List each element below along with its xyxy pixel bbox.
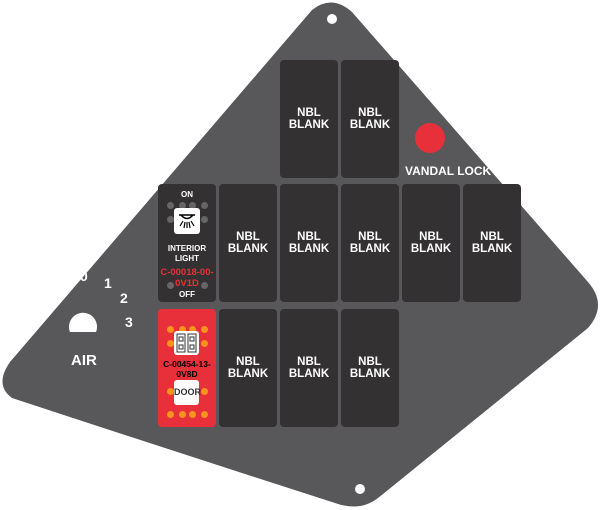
mounting-hole: [10, 329, 20, 339]
air-label: AIR: [71, 352, 97, 369]
mounting-hole: [327, 14, 337, 24]
mounting-hole: [578, 263, 588, 273]
switch-label: BLANK: [410, 243, 452, 255]
switch-label: NBL: [358, 107, 382, 119]
door-icon: [174, 331, 199, 355]
switch-label: NBL: [297, 107, 321, 119]
switch-label: BLANK: [349, 119, 391, 131]
air-knob[interactable]: [69, 312, 97, 332]
switch-label: BLANK: [471, 243, 513, 255]
switch-label: NBL: [358, 356, 382, 368]
switch-label: BLANK: [349, 368, 391, 380]
switch-label: NBL: [358, 231, 382, 243]
switch-label: NBL: [297, 356, 321, 368]
air-position-3: 3: [125, 314, 133, 330]
part-code-2: 0V8D: [176, 369, 198, 379]
switch-label: BLANK: [288, 368, 330, 380]
switch-label: BLANK: [349, 243, 391, 255]
door-switch[interactable]: C-00454-13- 0V8D DOOR: [158, 309, 216, 427]
switch-label: NBL: [419, 231, 443, 243]
air-position-1: 1: [104, 275, 112, 291]
part-code-2: 0V1D: [175, 278, 199, 289]
interior-light-label-2: LIGHT: [175, 254, 199, 263]
off-label: OFF: [179, 290, 195, 299]
air-position-0: 0: [80, 268, 88, 284]
on-label: ON: [181, 190, 193, 199]
door-label: DOOR: [174, 380, 201, 405]
switch-label: NBL: [480, 231, 504, 243]
air-position-2: 2: [120, 290, 128, 306]
switch-label: BLANK: [227, 368, 269, 380]
dome-light-icon: [174, 208, 200, 234]
interior-light-switch[interactable]: ON INTERIOR LIGHT C-00018-00- 0V1D OFF: [158, 184, 216, 302]
vandal-lock-button[interactable]: [415, 123, 445, 153]
part-code-1: C-00454-13-: [163, 359, 211, 369]
vandal-lock-label: VANDAL LOCK: [405, 164, 492, 178]
part-code-1: C-00018-00-: [160, 267, 214, 278]
switch-label: NBL: [297, 231, 321, 243]
switch-label: BLANK: [288, 243, 330, 255]
switch-label: BLANK: [227, 243, 269, 255]
switch-label: BLANK: [288, 119, 330, 131]
switch-label: NBL: [236, 356, 260, 368]
interior-light-label-1: INTERIOR: [167, 244, 207, 253]
mounting-hole: [355, 484, 365, 494]
switch-label: NBL: [236, 231, 260, 243]
